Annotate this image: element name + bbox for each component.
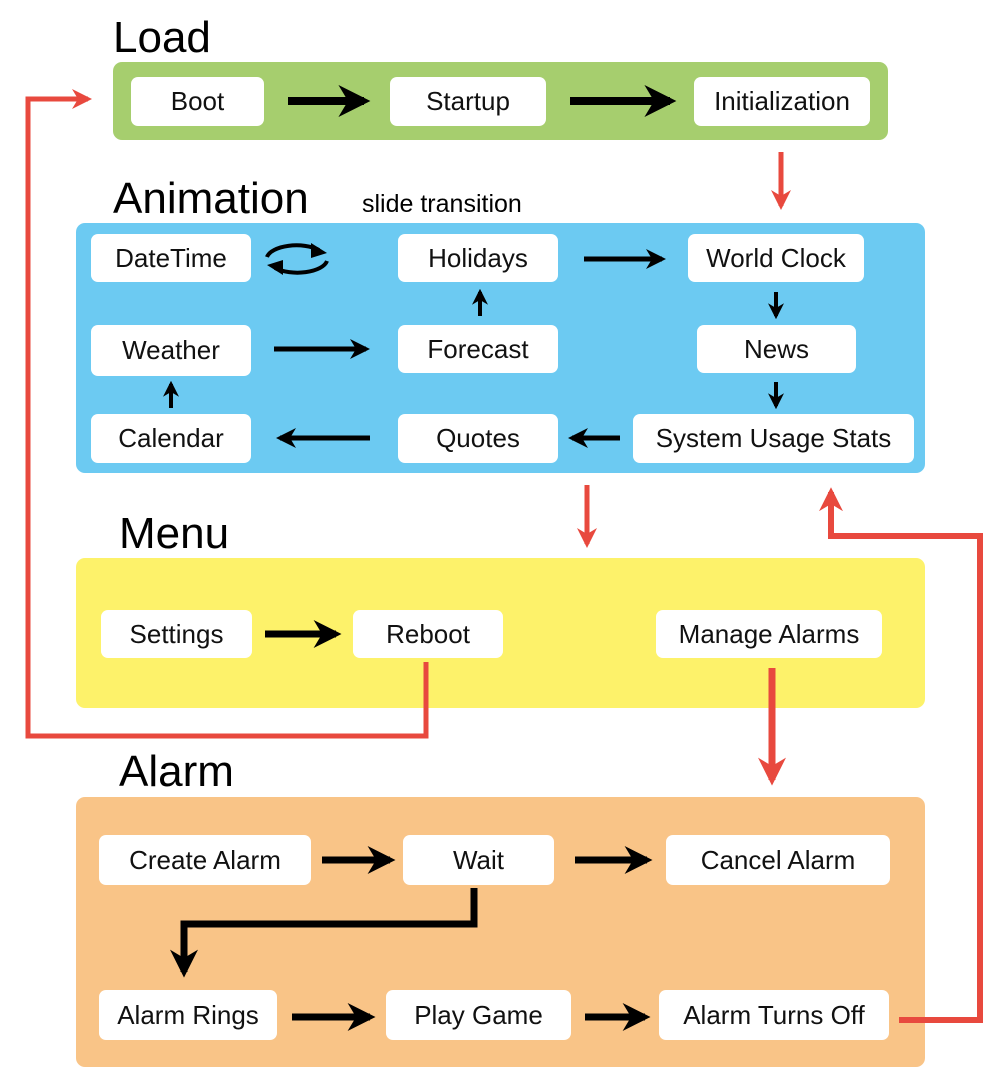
node-boot: Boot [131, 77, 264, 126]
node-quotes: Quotes [398, 414, 558, 463]
node-settings: Settings [101, 610, 252, 658]
node-weather: Weather [91, 325, 251, 376]
node-world-clock: World Clock [688, 234, 864, 282]
node-holidays: Holidays [398, 234, 558, 282]
node-news: News [697, 325, 856, 373]
animation-title: Animation [113, 174, 309, 223]
node-create-alarm: Create Alarm [99, 835, 311, 885]
load-title: Load [113, 13, 211, 62]
arrow-reboot-to-load [25, 89, 429, 739]
node-alarm-rings: Alarm Rings [99, 990, 277, 1040]
menu-title: Menu [119, 509, 230, 558]
node-calendar: Calendar [91, 414, 251, 463]
arrow-alarm-turns-off-to-animation [819, 487, 983, 1023]
node-wait: Wait [403, 835, 554, 885]
node-startup: Startup [390, 77, 546, 126]
node-system-usage-stats: System Usage Stats [633, 414, 914, 463]
node-datetime: DateTime [91, 234, 251, 282]
cycle-arrows-icon [265, 243, 329, 275]
node-cancel-alarm: Cancel Alarm [666, 835, 890, 885]
node-play-game: Play Game [386, 990, 571, 1040]
alarm-title: Alarm [119, 747, 234, 796]
node-manage-alarms: Manage Alarms [656, 610, 882, 658]
slide-transition-note: slide transition [362, 190, 522, 218]
node-forecast: Forecast [398, 325, 558, 373]
node-reboot: Reboot [353, 610, 503, 658]
node-alarm-turns-off: Alarm Turns Off [659, 990, 889, 1040]
arrow-wait-to-alarm-rings [170, 888, 478, 978]
node-initialization: Initialization [694, 77, 870, 126]
